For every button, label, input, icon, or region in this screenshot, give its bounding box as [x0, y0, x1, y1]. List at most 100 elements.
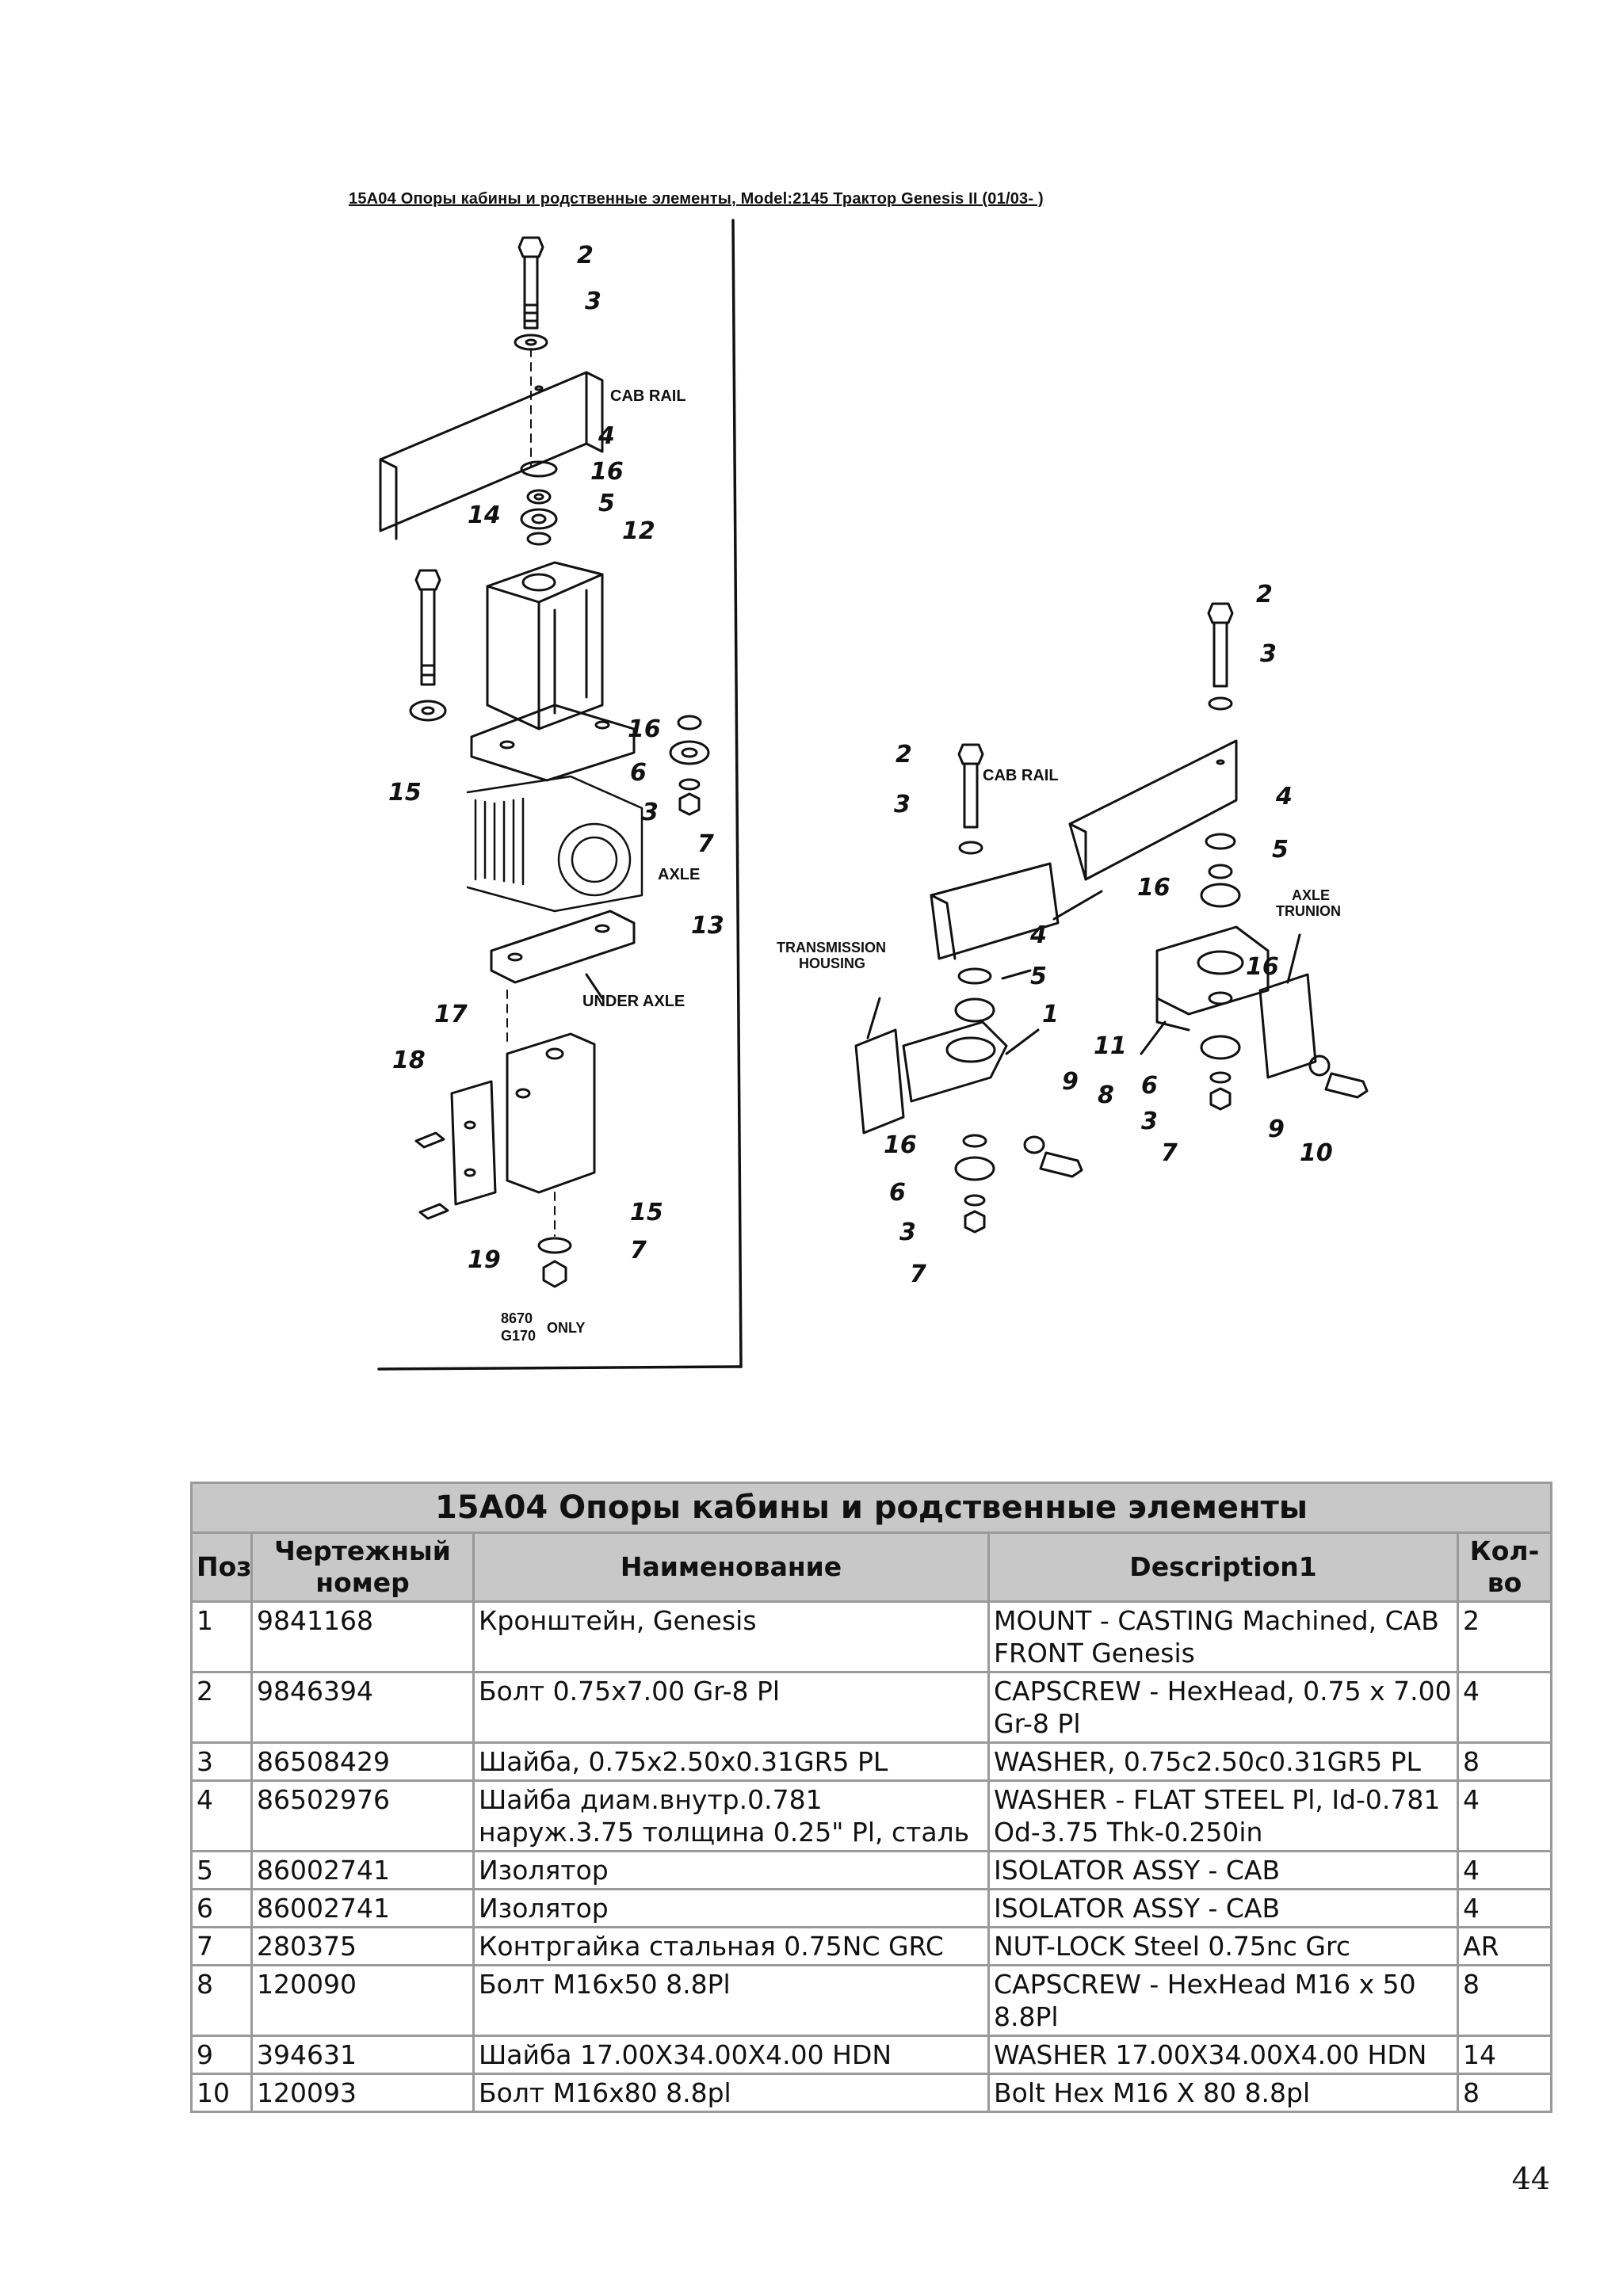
table-row: 10 120093 Болт М16x80 8.8pl Bolt Hex M16… [190, 2073, 1553, 2113]
callout-number: 3 [1260, 640, 1277, 668]
cell-description: WASHER, 0.75c2.50c0.31GR5 PL [987, 1741, 1459, 1782]
callout-number: 2 [1256, 581, 1273, 608]
table-row: 4 86502976 Шайба диам.внутр.0.781 наруж.… [190, 1779, 1553, 1852]
page-number: 44 [1511, 2161, 1550, 2196]
label-only-note-3: ONLY [547, 1320, 585, 1336]
label-axle: AXLE [658, 866, 700, 883]
parts-table: 15A04 Опоры кабины и родственные элемент… [189, 1482, 1553, 2113]
cell-description: Bolt Hex M16 X 80 8.8pl [987, 2073, 1459, 2113]
label-axle-trunion-2: TRUNION [1276, 903, 1341, 919]
cell-qty: 4 [1456, 1850, 1553, 1890]
cell-description: CAPSCREW - HexHead, 0.75 x 7.00 Gr-8 Pl [987, 1671, 1459, 1744]
cell-name: Болт 0.75x7.00 Gr-8 Pl [472, 1671, 990, 1744]
cell-part-number: 120093 [250, 2073, 475, 2113]
exploded-parts-diagram: CAB RAIL AXLE UNDER AXLE 8670 G170 ONLY … [377, 219, 1369, 1371]
header-qty: Кол-во [1456, 1531, 1553, 1603]
callout-number: 5 [598, 490, 615, 517]
cell-qty: 14 [1456, 2035, 1553, 2075]
callout-number: 16 [628, 715, 661, 743]
table-row: 7 280375 Контргайка стальная 0.75NC GRC … [190, 1926, 1553, 1966]
cell-name: Болт М16x80 8.8pl [472, 2073, 990, 2113]
cell-part-number: 86502976 [250, 1779, 475, 1852]
cell-part-number: 86002741 [250, 1888, 475, 1928]
callout-number: 4 [1275, 783, 1293, 810]
callout-number: 19 [468, 1246, 501, 1274]
cell-name: Кронштейн, Genesis [472, 1600, 990, 1673]
cell-pos: 3 [190, 1741, 253, 1782]
table-row: 8 120090 Болт М16x50 8.8Pl CAPSCREW - He… [190, 1964, 1553, 2037]
cell-name: Шайба диам.внутр.0.781 наруж.3.75 толщин… [472, 1779, 990, 1852]
cell-part-number: 280375 [250, 1926, 475, 1966]
callout-number: 7 [630, 1237, 647, 1264]
cell-name: Болт М16x50 8.8Pl [472, 1964, 990, 2037]
callout-number: 12 [622, 517, 655, 545]
callout-number: 9 [1268, 1116, 1285, 1143]
cell-pos: 6 [190, 1888, 253, 1928]
table-row: 1 9841168 Кронштейн, Genesis MOUNT - CAS… [190, 1600, 1553, 1673]
label-transmission-1: TRANSMISSION [777, 940, 886, 955]
callout-number: 13 [691, 912, 724, 940]
label-cab-rail-left: CAB RAIL [610, 387, 686, 405]
callout-number: 3 [1141, 1108, 1158, 1135]
callout-number: 2 [577, 242, 594, 269]
callout-number: 10 [1300, 1139, 1333, 1167]
cell-qty: 8 [1456, 1964, 1553, 2037]
cell-part-number: 86002741 [250, 1850, 475, 1890]
left-bracket [470, 561, 636, 782]
callout-number: 3 [585, 288, 601, 315]
table-row: 5 86002741 Изолятор ISOLATOR ASSY - CAB … [190, 1850, 1553, 1890]
cell-name: Изолятор [472, 1888, 990, 1928]
left-top-bolt [514, 236, 548, 351]
callout-number: 5 [1030, 963, 1047, 990]
cell-description: ISOLATOR ASSY - CAB [987, 1850, 1459, 1890]
cell-pos: 1 [190, 1600, 253, 1673]
cell-qty: 2 [1456, 1600, 1553, 1673]
callout-number: 7 [910, 1261, 926, 1288]
callout-number: 15 [630, 1199, 663, 1226]
callout-number: 8 [1098, 1081, 1114, 1109]
cell-description: MOUNT - CASTING Machined, CAB FRONT Gene… [987, 1600, 1459, 1673]
callout-number: 3 [899, 1219, 916, 1246]
table-row: 9 394631 Шайба 17.00X34.00X4.00 HDN WASH… [190, 2035, 1553, 2075]
cell-part-number: 9846394 [250, 1671, 475, 1744]
callout-number: 2 [896, 741, 912, 769]
callout-number: 7 [697, 830, 714, 858]
callout-number: 1 [1042, 1001, 1059, 1028]
cell-name: Шайба, 0.75x2.50x0.31GR5 PL [472, 1741, 990, 1782]
cell-part-number: 120090 [250, 1964, 475, 2037]
callout-number: 16 [884, 1131, 917, 1159]
label-only-note-2: G170 [501, 1328, 536, 1344]
callout-number: 7 [1161, 1139, 1178, 1167]
cell-qty: 8 [1456, 1741, 1553, 1782]
table-title: 15A04 Опоры кабины и родственные элемент… [189, 1482, 1553, 1534]
cell-description: ISOLATOR ASSY - CAB [987, 1888, 1459, 1928]
cell-qty: AR [1456, 1926, 1553, 1966]
callout-number: 11 [1094, 1032, 1127, 1060]
label-transmission-2: HOUSING [799, 955, 865, 971]
callout-number: 5 [1272, 836, 1289, 864]
callout-number: 17 [434, 1001, 468, 1028]
cell-qty: 4 [1456, 1671, 1553, 1744]
cell-pos: 10 [190, 2073, 253, 2113]
callout-number: 6 [630, 759, 647, 787]
label-axle-trunion-1: AXLE [1292, 887, 1330, 903]
header-drawing-number: Чертежный номер [250, 1531, 475, 1603]
callout-number: 6 [889, 1179, 906, 1207]
cell-pos: 4 [190, 1779, 253, 1852]
cell-pos: 9 [190, 2035, 253, 2075]
cell-pos: 8 [190, 1964, 253, 2037]
diagram-caption: 15A04 Опоры кабины и родственные элемент… [349, 190, 1044, 208]
right-cab-rail-upper [1068, 739, 1238, 881]
label-only-note-1: 8670 [501, 1310, 533, 1326]
cell-name: Шайба 17.00X34.00X4.00 HDN [472, 2035, 990, 2075]
label-cab-rail-right: CAB RAIL [983, 767, 1059, 784]
cell-description: CAPSCREW - HexHead M16 x 50 8.8Pl [987, 1964, 1459, 2037]
callout-number: 15 [388, 779, 422, 807]
table-row: 3 86508429 Шайба, 0.75x2.50x0.31GR5 PL W… [190, 1741, 1553, 1782]
table-row: 6 86002741 Изолятор ISOLATOR ASSY - CAB … [190, 1888, 1553, 1928]
cell-qty: 4 [1456, 1888, 1553, 1928]
cell-name: Контргайка стальная 0.75NC GRC [472, 1926, 990, 1966]
callout-number: 16 [590, 458, 624, 486]
cell-name: Изолятор [472, 1850, 990, 1890]
right-cab-rail-lower [930, 862, 1060, 960]
